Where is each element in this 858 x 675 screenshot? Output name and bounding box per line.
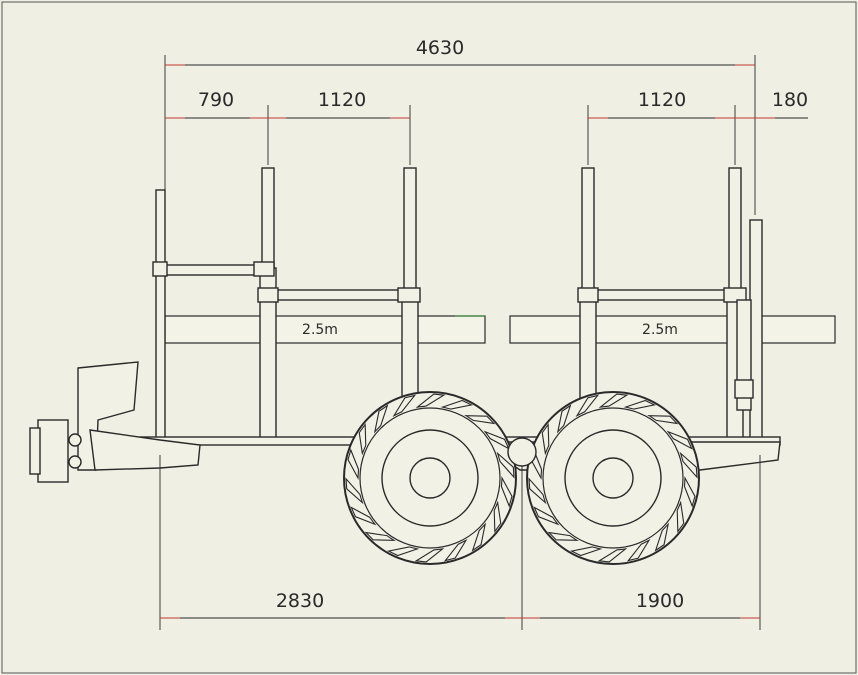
clamp — [152, 261, 168, 277]
tread-lug — [440, 399, 474, 410]
tire-inner-edge — [359, 407, 501, 549]
front-log-label: 2.5m — [302, 322, 338, 338]
tire-tread — [528, 393, 698, 563]
hitch-pin — [68, 455, 82, 469]
tread-lug — [647, 415, 679, 425]
tread-lug — [500, 476, 513, 508]
rear-stake-2-upper — [728, 167, 742, 294]
tread-lug — [443, 539, 468, 562]
top-dimensions: 4630 790 1120 1120 180 — [164, 37, 808, 215]
tread-lug — [386, 546, 420, 557]
clamp — [577, 287, 599, 303]
tread-lug — [392, 394, 417, 417]
tread-lug — [597, 548, 628, 563]
rear-log — [509, 315, 836, 344]
front-crossbar-upper — [162, 264, 264, 276]
dim-rear-overhang: 180 — [772, 89, 808, 111]
tread-lug — [569, 546, 603, 557]
dim-front-overhang: 790 — [198, 89, 234, 111]
tread-lug — [623, 399, 657, 410]
tread-lug — [541, 422, 550, 456]
tread-lug — [676, 500, 685, 534]
drawbar-beam — [89, 429, 201, 471]
hitch-coupling — [37, 419, 69, 483]
tire-inner-edge — [542, 407, 684, 549]
tread-lug — [654, 522, 670, 552]
tread-lug — [464, 415, 496, 425]
clamp — [253, 261, 275, 277]
tread-lug — [679, 451, 698, 479]
tread-lug — [415, 393, 446, 408]
front-stake-2-upper — [403, 167, 417, 294]
rear-log-label: 2.5m — [642, 322, 678, 338]
dim-axle-to-rear: 1900 — [636, 590, 684, 612]
tread-lug — [556, 404, 572, 434]
clamp — [723, 287, 747, 303]
front-tire — [343, 391, 517, 565]
clamp — [257, 287, 279, 303]
rear-wheel — [526, 391, 700, 565]
front-bolster-assembly — [152, 167, 421, 446]
front-stake-1-upper — [261, 167, 275, 269]
rear-rim — [564, 429, 662, 527]
dim-front-stake-spacing: 1120 — [318, 89, 366, 111]
rear-stake-1-upper — [581, 167, 595, 294]
tread-lug — [533, 506, 560, 526]
bottom-dimensions: 2830 1900 — [159, 455, 761, 630]
dim-front-to-axle: 2830 — [276, 590, 324, 612]
tread-lug — [347, 448, 360, 480]
tread-lug — [471, 522, 487, 552]
tread-lug — [373, 404, 389, 434]
rear-hub — [592, 457, 634, 499]
tread-lug — [414, 548, 445, 563]
front-rim — [381, 429, 479, 527]
tread-lug — [493, 500, 502, 534]
hitch-pin — [68, 433, 82, 447]
tread-lug — [528, 477, 547, 505]
tread-lug — [598, 393, 629, 408]
rear-headboard-post — [749, 219, 763, 441]
front-hub — [409, 457, 451, 499]
tread-lug — [364, 531, 396, 541]
dim-overall-length: 4630 — [416, 37, 464, 59]
tire-tread — [345, 393, 515, 563]
cylinder-clamp — [734, 379, 754, 399]
tread-lug — [666, 430, 693, 450]
tread-lug — [350, 506, 377, 526]
rear-tire — [526, 391, 700, 565]
hitch-plate — [29, 427, 41, 475]
front-crossbar-lower — [273, 289, 405, 301]
tread-lug — [496, 451, 515, 479]
tread-lug — [683, 476, 696, 508]
tread-lug — [358, 422, 367, 456]
clamp — [397, 287, 421, 303]
tread-lug — [547, 531, 579, 541]
front-wheel — [343, 391, 517, 565]
dim-rear-stake-spacing: 1120 — [638, 89, 686, 111]
bogie-pivot — [507, 437, 537, 467]
front-headboard-post — [155, 189, 166, 446]
tread-lug — [626, 539, 651, 562]
tread-lug — [575, 394, 600, 417]
tread-lug — [345, 477, 364, 505]
rear-crossbar — [593, 289, 729, 301]
